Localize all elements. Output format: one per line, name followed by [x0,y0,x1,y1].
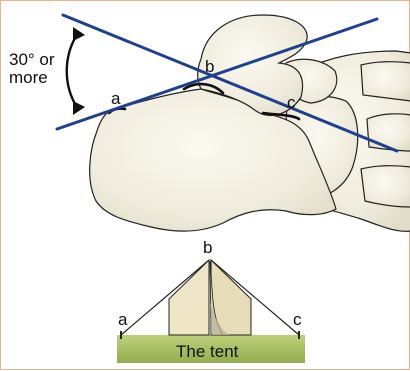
foot-point-c: c [287,93,296,112]
angle-label-line2: more [9,68,48,87]
foot-point-b: b [205,57,214,76]
foot-bones [90,15,410,231]
tent-body-left [169,260,209,335]
angle-label-line1: 30° or [9,50,55,69]
tent-point-c: c [293,310,302,329]
tent-caption: The tent [176,342,239,361]
toe-bone-middle [367,114,410,151]
tent-point-a: a [118,310,128,329]
toe-bone-upper [361,62,410,101]
toe-bone-lower [361,166,410,207]
arrow-head-down [73,101,85,115]
arrow-head-up [73,27,85,41]
tent-point-b: b [203,238,212,257]
foot-point-a: a [111,89,121,108]
angle-arrow [67,27,85,115]
